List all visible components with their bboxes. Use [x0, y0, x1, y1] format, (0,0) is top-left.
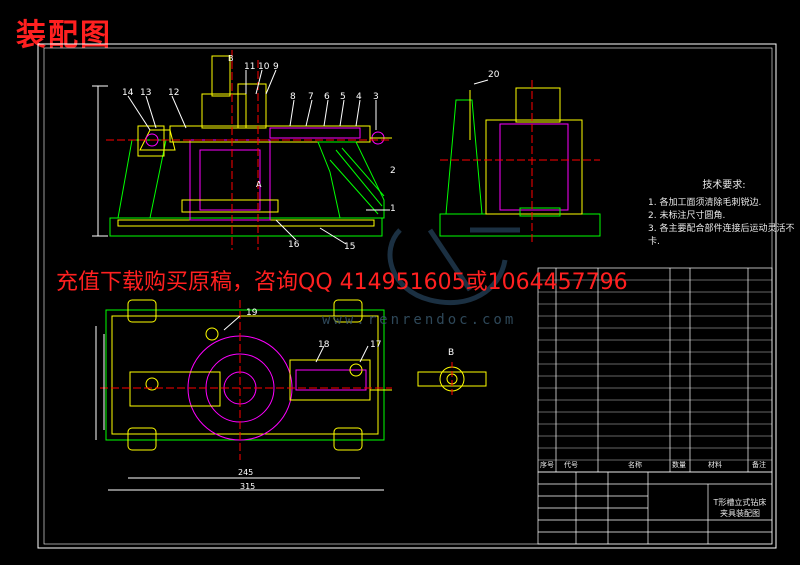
- dimension-label: 245: [238, 468, 254, 477]
- watermark-text: www.renrendoc.com: [322, 312, 517, 328]
- balloon: 16: [288, 240, 300, 250]
- dimension-label: 315: [240, 482, 256, 491]
- bom-col: 序号: [540, 461, 554, 469]
- watermark-logo: [387, 227, 520, 306]
- bom-col: 备注: [752, 461, 766, 469]
- bom-rows: [538, 279, 772, 461]
- title-block-name: T形槽立式钻床 夹具装配图: [708, 497, 772, 519]
- balloon: 15: [344, 242, 356, 252]
- balloon: 8: [290, 92, 296, 102]
- balloon: 2: [390, 166, 396, 176]
- balloon: 11: [244, 62, 256, 72]
- tech-item: 2. 未标注尺寸圆角.: [648, 211, 726, 221]
- balloon: 19: [246, 308, 258, 318]
- front-view: [92, 50, 392, 250]
- side-view: [439, 79, 601, 244]
- promo-banner: 充值下载购买原稿，咨询QQ 414951605或1064457796: [56, 270, 628, 295]
- balloon: 1: [390, 204, 396, 214]
- bom-col: 名称: [628, 461, 642, 469]
- balloon: 17: [370, 340, 382, 350]
- balloon: 20: [488, 70, 500, 80]
- balloon: 9: [273, 62, 279, 72]
- balloon: 7: [308, 92, 314, 102]
- outer-frame: [37, 43, 777, 549]
- balloon: 12: [168, 88, 180, 98]
- bom-col: 数量: [672, 461, 686, 469]
- balloon: 13: [140, 88, 152, 98]
- bom-header: 序号 代号 名称 数量 材料 备注: [538, 458, 772, 472]
- balloon: 4: [356, 92, 362, 102]
- balloon: 14: [122, 88, 134, 98]
- tech-item: 1. 各加工面须清除毛刺锐边.: [648, 198, 762, 208]
- title-block: [537, 471, 773, 545]
- drawing-title: 装配图: [16, 18, 112, 53]
- drawing-name-line2: 夹具装配图: [720, 509, 760, 518]
- section-label: B: [448, 348, 455, 358]
- tech-item: 3. 各主要配合部件连接后运动灵活不卡.: [648, 224, 795, 247]
- balloon: 3: [373, 92, 379, 102]
- tech-heading: 技术要求:: [702, 180, 746, 191]
- technical-requirements: 技术要求: 1. 各加工面须清除毛刺锐边. 2. 未标注尺寸圆角. 3. 各主要…: [648, 176, 800, 247]
- dimension-label: B: [228, 54, 234, 63]
- balloon: 18: [318, 340, 330, 350]
- drawing-name-line1: T形槽立式钻床: [713, 498, 767, 507]
- bom-col: 材料: [708, 461, 722, 469]
- bom-col: 代号: [564, 461, 578, 469]
- balloon: 5: [340, 92, 346, 102]
- top-view: [95, 299, 392, 491]
- dimension-label: A: [256, 180, 262, 189]
- section-b-view: [417, 362, 487, 398]
- balloon: 6: [324, 92, 330, 102]
- bom-table: [537, 267, 773, 473]
- balloon: 10: [258, 62, 270, 72]
